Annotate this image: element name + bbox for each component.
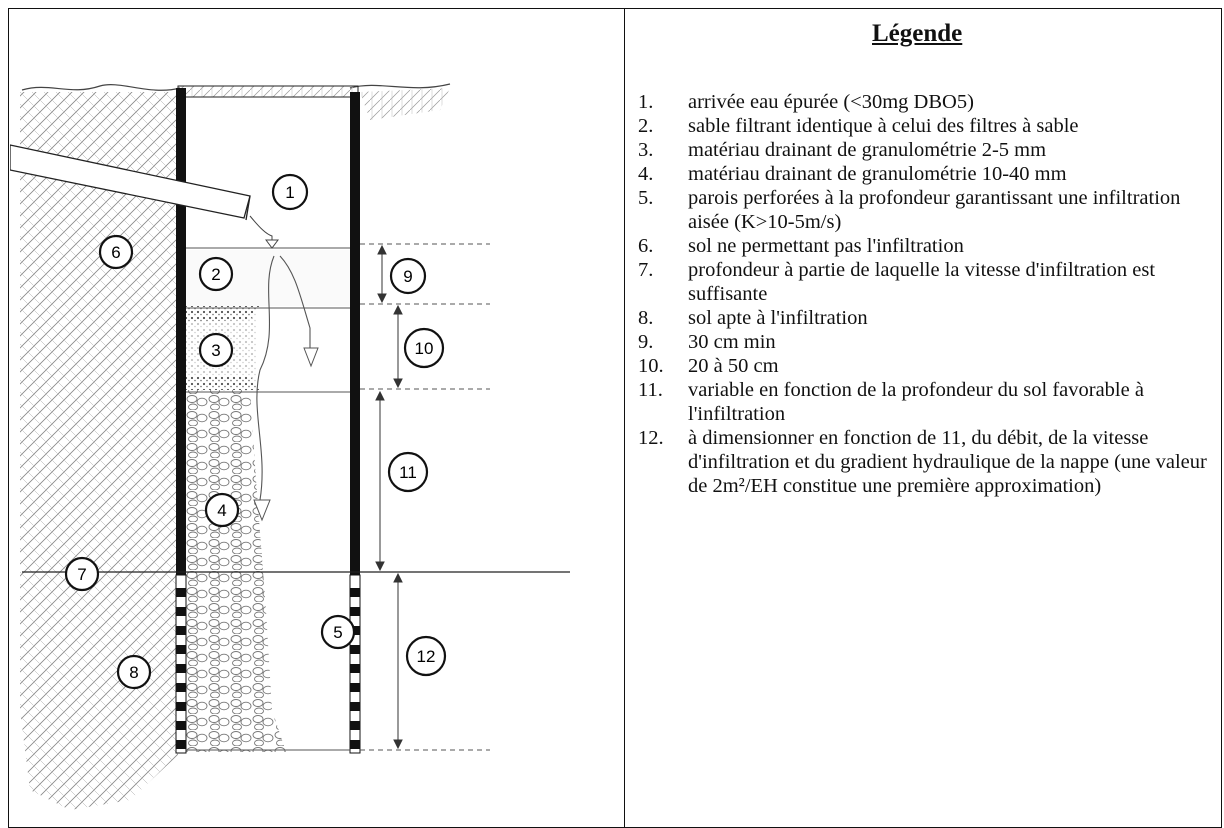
legend-item-text: sol apte à l'infiltration [688, 307, 868, 329]
legend-item: 2. sable filtrant identique à celui des f… [626, 114, 1222, 138]
legend-item-number: 6. [638, 235, 654, 257]
legend-item-text: variable en fonction de la profondeur du… [688, 379, 1144, 425]
infiltration-well-diagram: 1 2 3 4 5 6 7 8 [9, 10, 622, 817]
seepage-path-2 [279, 255, 311, 348]
grass-right [349, 83, 451, 89]
marker-11: 11 [387, 451, 429, 493]
legend-item: 8. sol apte à l'infiltration [626, 306, 1222, 330]
legend-item-text: sable filtrant identique à celui des fil… [688, 115, 1079, 137]
marker-5: 5 [320, 614, 356, 650]
svg-text:8: 8 [129, 663, 138, 682]
water-flow [249, 215, 273, 248]
marker-1: 1 [271, 173, 309, 211]
legend-item: 1. arrivée eau épurée (<30mg DBO5) [626, 90, 1222, 114]
legend-panel: Légende 1. arrivée eau épurée (<30mg DBO5… [626, 12, 1222, 812]
marker-9: 9 [389, 257, 427, 295]
legend-item-number: 7. [638, 259, 654, 281]
legend-item-text: matériau drainant de granulométrie 2-5 m… [688, 139, 1047, 161]
marker-3: 3 [198, 332, 234, 368]
svg-text:9: 9 [403, 267, 412, 286]
svg-text:11: 11 [399, 463, 417, 482]
legend-item: 10. 20 à 50 cm [626, 354, 1222, 378]
legend-item: 9. 30 cm min [626, 330, 1222, 354]
svg-text:4: 4 [217, 501, 226, 520]
legend-item-number: 1. [638, 91, 654, 113]
legend-item: 11. variable en fonction de la profondeur… [626, 378, 1222, 426]
column-divider [624, 8, 625, 828]
legend-item-number: 12. [638, 427, 664, 449]
soil-right [360, 88, 450, 120]
svg-text:2: 2 [211, 265, 220, 284]
legend-item-number: 2. [638, 115, 654, 137]
legend-item: 3. matériau drainant de granulométrie 2-5… [626, 138, 1222, 162]
legend-item-text: 20 à 50 cm [688, 355, 779, 377]
marker-2: 2 [198, 256, 234, 292]
legend-item-number: 8. [638, 307, 654, 329]
legend-item-text: 30 cm min [688, 331, 776, 353]
marker-4: 4 [204, 492, 240, 528]
marker-7: 7 [64, 556, 100, 592]
dimension-arrows [375, 244, 403, 750]
legend-item-text: profondeur à partie de laquelle la vites… [688, 259, 1156, 305]
legend-item-number: 11. [638, 379, 663, 401]
legend-item-text: arrivée eau épurée (<30mg DBO5) [688, 91, 974, 113]
legend-list: 1. arrivée eau épurée (<30mg DBO5) 2. sabl… [626, 90, 1222, 498]
cover-slab [177, 85, 359, 98]
legend-item-number: 4. [638, 163, 654, 185]
svg-text:7: 7 [77, 565, 86, 584]
legend-item-text: parois perforées à la profondeur garanti… [688, 187, 1181, 233]
legend-item-number: 10. [638, 355, 664, 377]
svg-text:1: 1 [285, 183, 294, 202]
marker-6: 6 [98, 234, 134, 270]
soil-left [20, 92, 178, 810]
grass-left [21, 84, 181, 91]
svg-text:5: 5 [333, 623, 342, 642]
pebble-layer [186, 390, 286, 752]
legend-item: 6. sol ne permettant pas l'infiltration [626, 234, 1222, 258]
svg-text:6: 6 [111, 243, 120, 262]
legend-item-number: 5. [638, 187, 654, 209]
right-wall-perforated [349, 574, 361, 754]
diagram-svg: 1 2 3 4 5 6 7 8 [9, 83, 570, 810]
marker-12: 12 [405, 635, 447, 677]
legend-item-number: 3. [638, 139, 654, 161]
legend-item-text: sol ne permettant pas l'infiltration [688, 235, 964, 257]
legend-title: Légende [872, 20, 963, 47]
svg-text:3: 3 [211, 341, 220, 360]
legend-item-text: matériau drainant de granulométrie 10-40… [688, 163, 1067, 185]
legend-item-number: 9. [638, 331, 654, 353]
legend-item-text: à dimensionner en fonction de 11, du déb… [688, 427, 1207, 497]
svg-text:10: 10 [415, 339, 434, 358]
legend-item: 4. matériau drainant de granulométrie 10-… [626, 162, 1222, 186]
svg-text:12: 12 [417, 647, 436, 666]
marker-8: 8 [116, 654, 152, 690]
seepage-path-1 [256, 255, 275, 501]
legend-item: 7. profondeur à partie de laquelle la vit… [626, 258, 1222, 306]
legend-item: 12. à dimensionner en fonction de 11, du … [626, 426, 1222, 498]
marker-10: 10 [403, 327, 445, 369]
right-wall [350, 92, 360, 575]
left-wall-perforated [175, 574, 187, 754]
inlet-pipe [9, 144, 251, 219]
level-lines [22, 243, 570, 751]
legend-item: 5. parois perforées à la profondeur garan… [626, 186, 1222, 234]
left-wall [176, 88, 186, 575]
